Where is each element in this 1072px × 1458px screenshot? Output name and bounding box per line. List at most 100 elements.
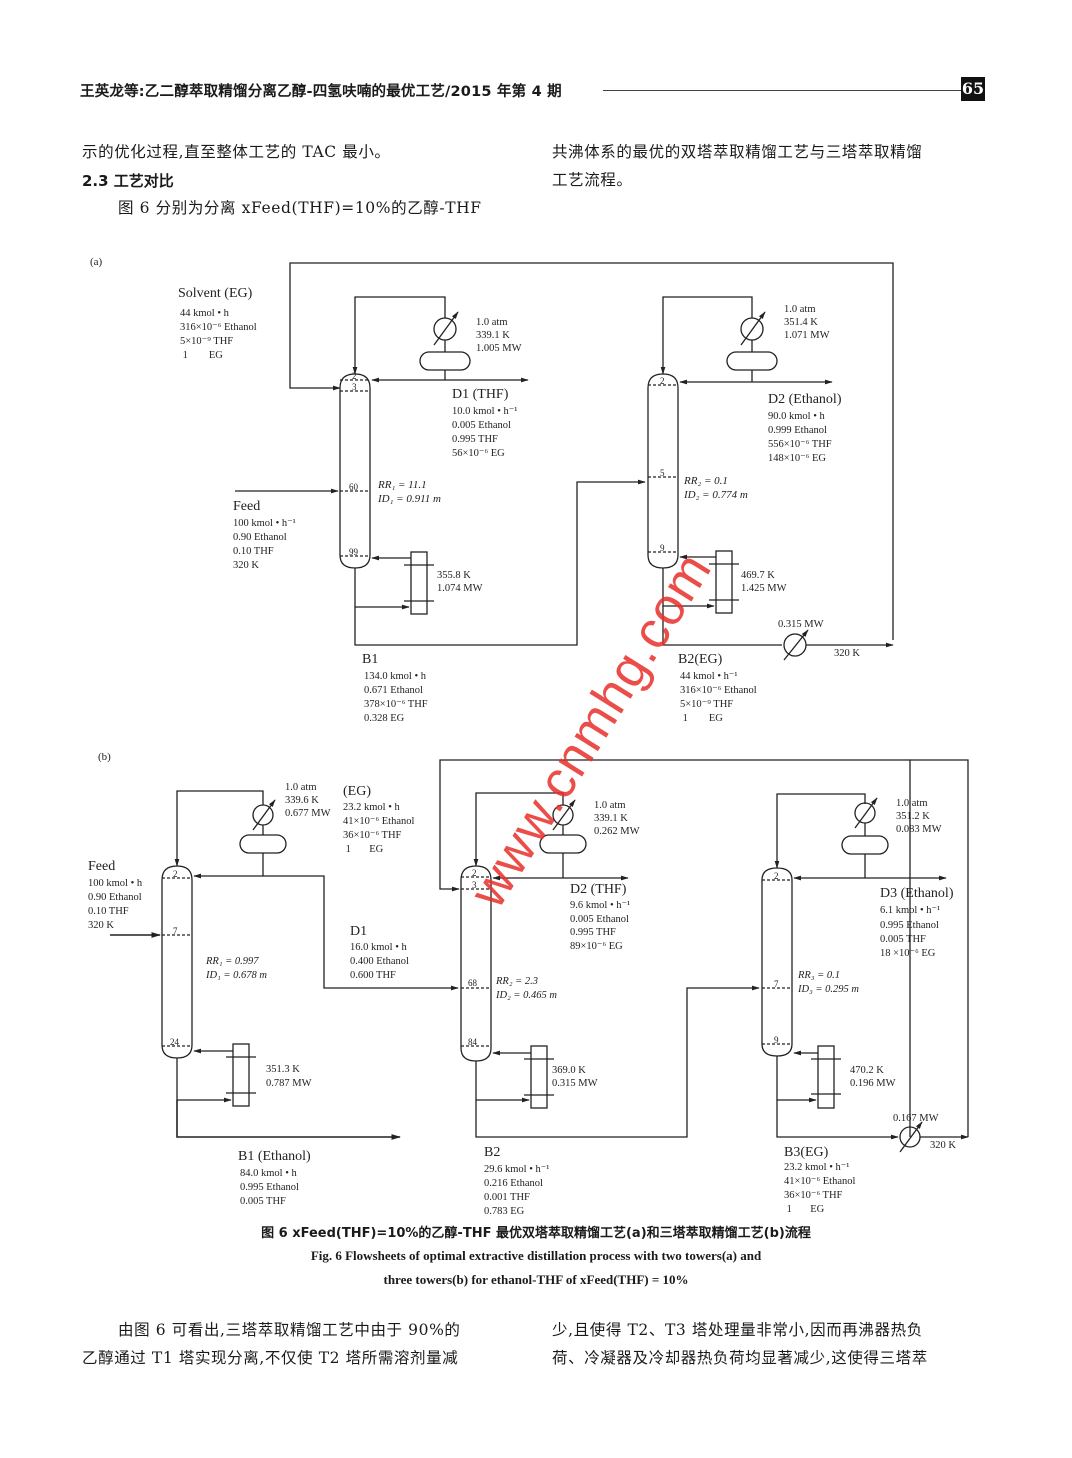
- condenser-spec: 339.6 K: [285, 795, 319, 806]
- stage-label: 99: [349, 547, 359, 557]
- b1-title: B1 (Ethanol): [238, 1149, 311, 1164]
- d2-title: D2 (Ethanol): [768, 392, 842, 407]
- reflux-drum-icon: [841, 835, 889, 855]
- stream-line: 0.216 Ethanol: [484, 1178, 543, 1189]
- stage-label: 7: [173, 926, 178, 936]
- reboiler-icon: [817, 1045, 835, 1109]
- body-paragraph-line: 示的优化过程,直至整体工艺的 TAC 最小。: [82, 143, 391, 161]
- stream-line: 100 kmol • h⁻¹: [233, 518, 296, 529]
- solvent-title: (EG): [343, 784, 371, 799]
- reboiler-spec: 351.3 K: [266, 1064, 300, 1075]
- cooler-duty: 0.167 MW: [893, 1113, 939, 1124]
- stream-line: 378×10⁻⁶ THF: [364, 699, 428, 710]
- stream-line: 0.005 Ethanol: [452, 420, 511, 431]
- reboiler-spec: 0.315 MW: [552, 1078, 598, 1089]
- stream-line: 29.6 kmol • h⁻¹: [484, 1164, 549, 1175]
- stage-label: 7: [774, 979, 779, 989]
- column-t2-a: [647, 373, 679, 569]
- stream-line: 5×10⁻⁹ THF: [680, 699, 733, 710]
- condenser-spec: 0.083 MW: [896, 824, 942, 835]
- reboiler-spec: 470.2 K: [850, 1065, 884, 1076]
- stream-line: 320 K: [233, 560, 259, 571]
- stage-label: 2: [173, 869, 178, 879]
- stream-line: 1 EG: [784, 1204, 825, 1215]
- stream-line: 0.005 THF: [880, 934, 926, 945]
- d1-title: D1: [350, 924, 367, 939]
- reflux-drum-icon: [726, 351, 778, 371]
- reboiler-spec: 1.425 MW: [741, 583, 787, 594]
- body-paragraph-line: 工艺流程。: [552, 171, 633, 189]
- header-rule: [603, 90, 961, 91]
- reflux-ratio: RR₂ = 2.3: [495, 976, 538, 987]
- reboiler-icon: [530, 1045, 548, 1109]
- stage-label: 2: [472, 868, 477, 878]
- stream-line: 90.0 kmol • h: [768, 411, 826, 422]
- solvent-title: Solvent (EG): [178, 286, 253, 301]
- cooler-temp: 320 K: [834, 648, 860, 659]
- stream-line: 6.1 kmol • h⁻¹: [880, 905, 940, 916]
- d2-title: D2 (THF): [570, 882, 627, 897]
- stream-line: 316×10⁻⁶ Ethanol: [180, 322, 257, 333]
- reboiler-spec: 1.074 MW: [437, 583, 483, 594]
- stream-line: 148×10⁻⁶ EG: [768, 453, 826, 464]
- figure-caption-en: three towers(b) for ethanol-THF of xFeed…: [383, 1272, 689, 1287]
- reboiler-spec: 0.196 MW: [850, 1078, 896, 1089]
- column-t1-b: [161, 865, 193, 1059]
- reflux-ratio: RR₁ = 0.997: [205, 956, 259, 967]
- condenser-spec: 1.0 atm: [476, 317, 508, 328]
- stage-label: 60: [349, 482, 359, 492]
- condenser-spec: 0.262 MW: [594, 826, 640, 837]
- stream-line: 134.0 kmol • h: [364, 671, 427, 682]
- body-paragraph-line: 共沸体系的最优的双塔萃取精馏工艺与三塔萃取精馏: [552, 143, 923, 161]
- column-t3-b: [761, 867, 793, 1057]
- panel-label-a: (a): [90, 256, 103, 268]
- stream-line: 0.005 Ethanol: [570, 914, 629, 925]
- body-paragraph-line: 图 6 分别为分离 xFeed(THF)=10%的乙醇-THF: [118, 199, 482, 217]
- page-number: 65: [961, 77, 985, 101]
- stage-label: 2: [660, 376, 665, 386]
- reboiler-icon: [715, 550, 733, 614]
- feed-title: Feed: [233, 499, 260, 514]
- condenser-icon: [252, 804, 274, 826]
- reboiler-icon: [232, 1043, 250, 1107]
- stage-label: 2: [774, 871, 779, 881]
- stage-label: 3: [472, 880, 477, 890]
- stream-line: 320 K: [88, 920, 114, 931]
- b1-title: B1: [362, 652, 378, 667]
- condenser-spec: 1.0 atm: [784, 304, 816, 315]
- condenser-spec: 1.0 atm: [896, 798, 928, 809]
- stream-line: 1 EG: [343, 844, 384, 855]
- condenser-spec: 351.4 K: [784, 317, 818, 328]
- stream-line: 44 kmol • h⁻¹: [680, 671, 738, 682]
- stream-line: 16.0 kmol • h: [350, 942, 408, 953]
- reflux-drum-icon: [419, 351, 471, 371]
- body-paragraph-line: 荷、冷凝器及冷却器热负荷均显著减少,这使得三塔萃: [552, 1349, 928, 1367]
- reboiler-icon: [410, 551, 428, 615]
- condenser-spec: 339.1 K: [594, 813, 628, 824]
- stage-label: 9: [660, 543, 665, 553]
- flowsheet-figure: (a) Solvent (EG) 44 kmol • h 316×10⁻⁶ Et…: [88, 256, 969, 1217]
- stream-line: 0.005 THF: [240, 1196, 286, 1207]
- stage-label: 24: [170, 1037, 180, 1047]
- stream-line: 0.995 THF: [452, 434, 498, 445]
- stream-line: 0.995 Ethanol: [880, 920, 939, 931]
- figure-caption-cn: 图 6 xFeed(THF)=10%的乙醇-THF 最优双塔萃取精馏工艺(a)和…: [261, 1226, 811, 1241]
- stream-line: 23.2 kmol • h: [343, 802, 401, 813]
- reboiler-spec: 369.0 K: [552, 1065, 586, 1076]
- stream-line: 84.0 kmol • h: [240, 1168, 298, 1179]
- cooler-temp: 320 K: [930, 1140, 956, 1151]
- column-diameter: ID₃ = 0.295 m: [797, 984, 859, 995]
- recycle-line-b: [439, 759, 911, 1137]
- b2-title: B2: [484, 1145, 500, 1160]
- reflux-ratio: RR₁ = 11.1: [377, 479, 427, 491]
- stream-line: 18 ×10⁻⁶ EG: [880, 948, 936, 959]
- condenser-spec: 351.2 K: [896, 811, 930, 822]
- stream-line: 0.90 Ethanol: [88, 892, 142, 903]
- column-t2-b: [460, 865, 492, 1062]
- condenser-spec: 1.005 MW: [476, 343, 522, 354]
- stream-line: 0.400 Ethanol: [350, 956, 409, 967]
- condenser-icon: [854, 802, 876, 824]
- reboiler-spec: 355.8 K: [437, 570, 471, 581]
- condenser-spec: 1.0 atm: [594, 800, 626, 811]
- stream-line: 10.0 kmol • h⁻¹: [452, 406, 517, 417]
